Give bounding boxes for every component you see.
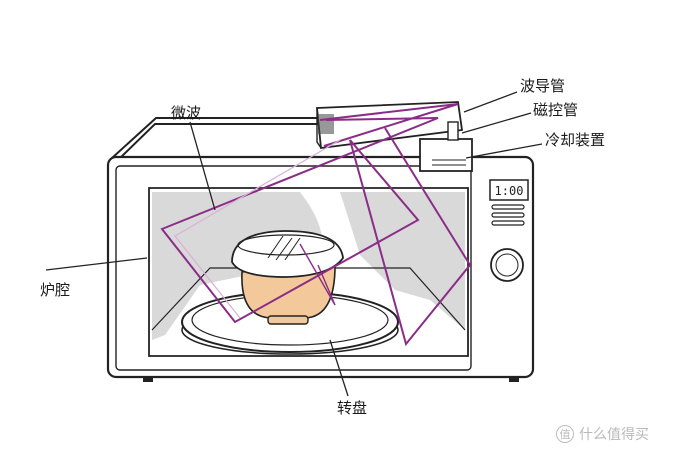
watermark-text: 什么值得买 xyxy=(579,427,649,443)
oven-face xyxy=(115,165,472,371)
label-cooling-device: 冷却装置 xyxy=(545,131,606,149)
magnetron-body xyxy=(419,138,473,172)
panel-button-1 xyxy=(491,204,525,210)
microwave-paths-light xyxy=(174,139,341,319)
bowl-hatch-1 xyxy=(267,235,284,259)
label-turntable: 转盘 xyxy=(337,399,368,417)
control-knob-inner xyxy=(495,253,519,277)
leader-cooling xyxy=(465,143,543,159)
waveguide-hatch xyxy=(318,114,334,134)
leader-magnetron xyxy=(461,112,532,134)
leader-turntable xyxy=(329,339,349,397)
bowl-cover-rim xyxy=(237,234,335,256)
label-waveguide: 波导管 xyxy=(520,77,566,95)
label-oven-cavity: 炉腔 xyxy=(40,281,71,299)
leader-cavity xyxy=(45,257,148,271)
leader-microwave xyxy=(189,121,216,211)
bowl-foot xyxy=(267,315,309,325)
label-magnetron: 磁控管 xyxy=(533,101,579,119)
leader-lines xyxy=(45,91,543,397)
watermark: 值 什么值得买 xyxy=(556,424,649,444)
panel-button-3 xyxy=(491,220,525,226)
wave-path-cavity xyxy=(160,117,472,347)
wave-path-food xyxy=(299,243,336,306)
microwave-paths xyxy=(160,103,472,347)
clock-display xyxy=(489,179,529,201)
label-microwave: 微波 xyxy=(171,104,202,122)
wave-path-waveguide xyxy=(319,103,459,147)
leader-waveguide xyxy=(463,91,518,113)
bowl-cover xyxy=(231,230,344,278)
bowl-hatch-3 xyxy=(284,237,301,261)
watermark-logo-icon: 值 xyxy=(556,425,574,443)
panel-button-2 xyxy=(491,212,525,218)
oven-foot-left xyxy=(143,376,153,382)
bowl-hatch-2 xyxy=(275,237,293,261)
clock-text: 1:00 xyxy=(495,184,524,198)
magnetron-post xyxy=(447,121,459,141)
waveguide-box-front xyxy=(316,108,322,149)
oven-foot-right xyxy=(509,376,519,382)
